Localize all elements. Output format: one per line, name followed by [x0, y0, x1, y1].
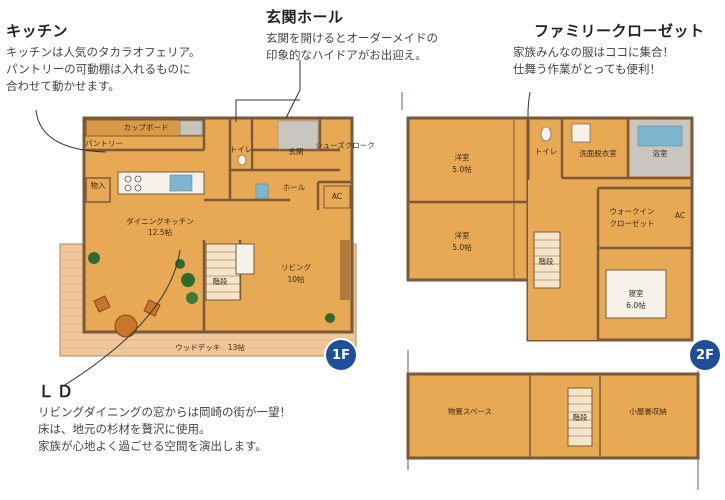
closet-desc-line: 家族みんなの服はココに集合！ — [513, 45, 674, 59]
floor2-badge: 2F — [690, 340, 720, 370]
label-entrance: 玄関 — [289, 146, 304, 156]
label-living-size: 10帖 — [287, 274, 305, 284]
stairs1-steps — [206, 251, 240, 293]
tv-stand — [340, 240, 350, 300]
label-wood-deck: ウッドデッキ 13帖 — [175, 342, 245, 352]
label-living: リビング — [281, 262, 311, 272]
bed — [605, 269, 667, 319]
ac1-box — [323, 185, 351, 209]
label-storage-space: 物置スペース — [448, 406, 492, 416]
cupboard-gray — [179, 120, 203, 136]
closet-description: 家族みんなの服はココに集合！ 仕舞う作業がとっても便利！ — [513, 44, 674, 78]
label-stairs2: 階段 — [539, 256, 554, 266]
entrance-desc-line: 玄関を開けるとオーダーメイドの — [266, 31, 439, 45]
label-loft-storage: 小屋裏収納 — [629, 406, 667, 416]
ld-desc-line: 家族が心地よく過ごせる空間を演出します。 — [38, 439, 267, 453]
floor1-badge: 1F — [326, 340, 356, 370]
label-shoe-closet: シューズクローク — [315, 140, 375, 150]
label-dining-kitchen: ダイニングキッチン — [126, 216, 194, 226]
closet-desc-line: 仕舞う作業がとっても便利！ — [513, 62, 662, 76]
label-western2: 洋室 — [455, 230, 470, 240]
floor2-inner-walls — [560, 118, 692, 340]
kitchen-desc-line: キッチンは人気のタカラオフェリア。 — [6, 45, 201, 59]
entrance-floor — [277, 120, 319, 150]
ld-description: リビングダイニングの窓からは岡崎の街が一望！ 床は、地元の杉材を贅沢に使用。 家… — [38, 404, 291, 455]
entrance-description: 玄関を開けるとオーダーメイドの 印象的なハイドアがお出迎え。 — [266, 30, 438, 64]
label-western1-size: 5.0帖 — [452, 164, 472, 174]
label-toilet1: トイレ — [230, 145, 253, 154]
label-western1: 洋室 — [455, 152, 470, 162]
stairs1-area — [205, 243, 241, 301]
label-bath: 浴室 — [653, 148, 668, 158]
label-dining-kitchen-size: 12.5帖 — [148, 227, 173, 237]
label-toilet2: トイレ — [535, 147, 558, 156]
attic-stairs — [567, 387, 593, 447]
hall-box — [255, 183, 269, 199]
ld-heading: ＬＤ — [38, 382, 77, 401]
kitchen-description: キッチンは人気のタカラオフェリア。 パントリーの可動棚は入れるものに 合わせて動… — [6, 44, 200, 95]
kitchen-desc-line: パントリーの可動棚は入れるものに — [6, 62, 191, 76]
label-ac2: AC — [675, 211, 685, 220]
toilet1-room — [232, 140, 251, 168]
label-attic-stairs: 階段 — [573, 412, 588, 422]
label-bedroom-size: 6.0帖 — [626, 300, 646, 310]
ld-desc-line: 床は、地元の杉材を贅沢に使用。 — [38, 422, 211, 436]
sofa — [235, 243, 255, 275]
closet-heading: ファミリークローゼット — [534, 22, 705, 40]
attic-stairs-steps — [568, 395, 592, 437]
stairs2-steps — [534, 239, 560, 281]
label-ac1: AC — [332, 192, 342, 201]
label-cupboard: カップボード — [124, 123, 169, 132]
ld-desc-line: リビングダイニングの窓からは岡崎の街が一望！ — [38, 405, 291, 419]
floor2-window-marks — [401, 92, 515, 280]
attic-body — [406, 372, 700, 460]
label-stairs1: 階段 — [213, 276, 228, 286]
kitchen-desc-line: 合わせて動かせます。 — [6, 79, 120, 93]
label-bedroom: 寝室 — [629, 288, 644, 298]
stairs2-area — [533, 231, 561, 289]
kitchen-sink — [169, 174, 193, 192]
label-hall: ホール — [283, 183, 306, 192]
deck-table-set — [93, 295, 161, 338]
label-storage: 物入 — [91, 180, 106, 190]
wash-basin — [571, 123, 591, 143]
entrance-heading: 玄関ホール — [266, 8, 344, 26]
floor2-western-rooms — [406, 116, 530, 282]
label-pantry: パントリー — [85, 139, 123, 148]
entrance-desc-line: 印象的なハイドアがお出迎え。 — [266, 48, 427, 62]
label-western2-size: 5.0帖 — [452, 242, 472, 252]
label-washroom: 洗面脱衣室 — [579, 148, 617, 158]
storage-box — [85, 177, 111, 203]
label-walkin-closet-1: ウォークイン — [610, 207, 655, 216]
bathtub — [637, 125, 683, 147]
kitchen-heading: キッチン — [6, 22, 69, 40]
label-walkin-closet-2: クローゼット — [610, 218, 655, 228]
